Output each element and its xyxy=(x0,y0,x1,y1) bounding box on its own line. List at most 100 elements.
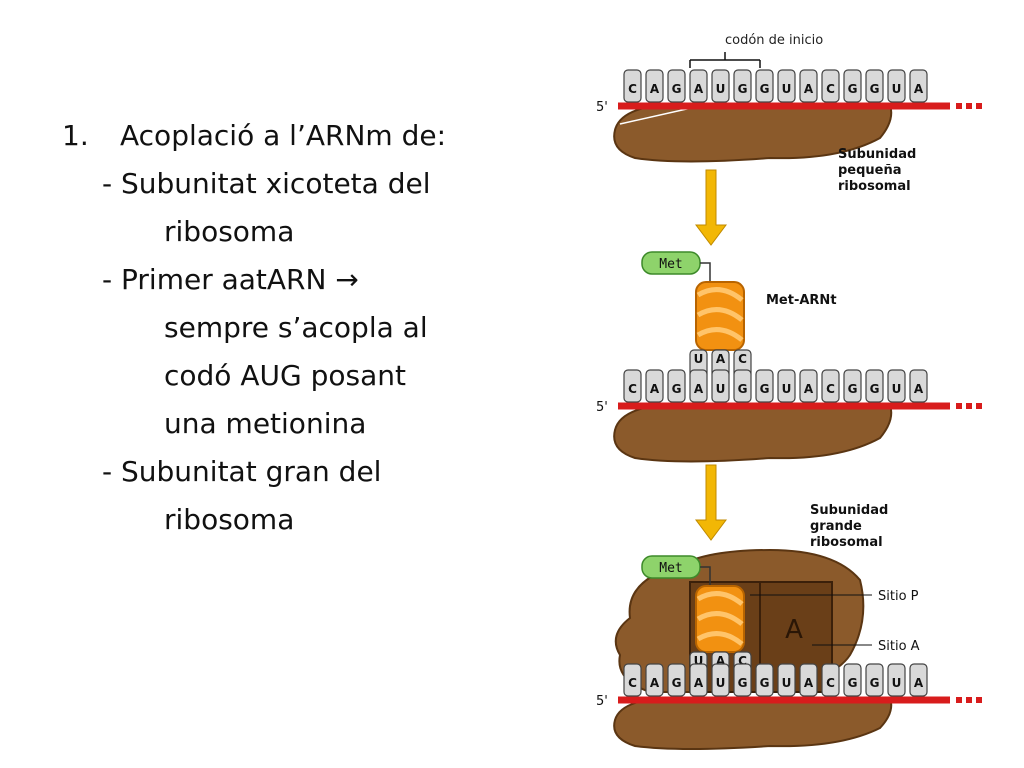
base-tile xyxy=(755,69,774,103)
base-letter: U xyxy=(892,382,902,396)
base-letter: U xyxy=(892,676,902,690)
base-tile xyxy=(623,369,642,403)
base-tile xyxy=(887,69,906,103)
base-letter: G xyxy=(870,382,880,396)
base-letter: A xyxy=(694,676,704,690)
base-letter: A xyxy=(914,676,924,690)
base-tile xyxy=(865,369,884,403)
base-tile xyxy=(909,69,928,103)
codon-bracket xyxy=(689,52,761,68)
base-letter: G xyxy=(760,82,770,96)
trna-line-3: codó AUG posant xyxy=(164,359,406,392)
base-letter: A xyxy=(914,382,924,396)
base-letter: A xyxy=(804,676,814,690)
large-subunit-label-2: grande xyxy=(810,519,862,534)
base-letter: U xyxy=(716,82,726,96)
base-tile xyxy=(843,69,862,103)
mrna-continuation-dot xyxy=(966,697,972,703)
base-tile xyxy=(645,69,664,103)
base-letter: U xyxy=(716,382,726,396)
mrna-continuation-dot xyxy=(966,403,972,409)
list-number: 1. xyxy=(62,119,89,152)
mrna-continuation-dot xyxy=(976,697,982,703)
base-tile xyxy=(711,69,730,103)
base-letter: U xyxy=(716,676,726,690)
base-tile xyxy=(755,369,774,403)
base-tile xyxy=(689,69,708,103)
five-prime-label: 5' xyxy=(596,100,608,115)
anticodon-letter: A xyxy=(716,352,726,366)
site-a-letter: A xyxy=(785,615,803,645)
base-letter: G xyxy=(672,382,682,396)
small-subunit-line-1: - Subunitat xicoteta del xyxy=(102,167,431,200)
large-subunit-line-2: ribosoma xyxy=(164,503,295,536)
base-letter: A xyxy=(804,82,814,96)
met-link-2 xyxy=(700,566,711,587)
base-tile xyxy=(645,663,664,697)
trna-helix-2 xyxy=(695,585,745,653)
site-p-label: Sitio P xyxy=(878,589,919,604)
base-letter: A xyxy=(914,82,924,96)
base-tile xyxy=(667,369,686,403)
base-tile xyxy=(843,663,862,697)
base-tile xyxy=(799,69,818,103)
base-letter: A xyxy=(694,382,704,396)
base-letter: G xyxy=(738,82,748,96)
base-letter: G xyxy=(870,676,880,690)
small-subunit-label-1: Subunidad xyxy=(838,147,916,162)
base-tile xyxy=(733,69,752,103)
base-letter: A xyxy=(650,382,660,396)
base-tile xyxy=(777,369,796,403)
mrna-continuation-dot xyxy=(956,103,962,109)
mrna-continuation-dot xyxy=(956,403,962,409)
base-letter: U xyxy=(782,676,792,690)
base-letter: G xyxy=(738,676,748,690)
base-letter: U xyxy=(782,82,792,96)
base-tile xyxy=(821,69,840,103)
base-tile xyxy=(909,369,928,403)
base-letter: U xyxy=(892,82,902,96)
anticodon-letter: C xyxy=(738,654,747,668)
down-arrow-icon-2 xyxy=(695,464,727,541)
base-tile xyxy=(865,69,884,103)
large-subunit-label-3: ribosomal xyxy=(810,535,883,550)
base-tile xyxy=(799,369,818,403)
base-letter: A xyxy=(650,676,660,690)
anticodon-letter: U xyxy=(694,654,704,668)
base-letter: A xyxy=(804,382,814,396)
base-tile xyxy=(865,663,884,697)
base-tile xyxy=(843,369,862,403)
base-tile xyxy=(645,369,664,403)
base-tile xyxy=(887,663,906,697)
base-tile xyxy=(777,663,796,697)
list-item-heading: 1.Acoplació a l’ARNm de: xyxy=(62,112,542,160)
base-tile xyxy=(755,663,774,697)
base-tile xyxy=(711,369,730,403)
base-tile xyxy=(821,663,840,697)
base-letter: G xyxy=(848,382,858,396)
base-letter: C xyxy=(628,82,637,96)
base-tile xyxy=(799,663,818,697)
base-tile xyxy=(667,663,686,697)
base-letter: G xyxy=(672,82,682,96)
base-tile xyxy=(733,369,752,403)
base-letter: C xyxy=(826,676,835,690)
base-tile xyxy=(733,663,752,697)
met-label-1: Met xyxy=(659,257,682,272)
anticodon-letter: C xyxy=(738,352,747,366)
down-arrow-icon-1 xyxy=(695,169,727,246)
base-letter: A xyxy=(694,82,704,96)
five-prime-label: 5' xyxy=(596,694,608,709)
base-letter: C xyxy=(826,82,835,96)
base-letter: C xyxy=(628,382,637,396)
base-tile xyxy=(711,663,730,697)
base-letter: U xyxy=(782,382,792,396)
mrna-continuation-dot xyxy=(976,103,982,109)
small-subunit-line-2: ribosoma xyxy=(164,215,295,248)
base-tile xyxy=(689,369,708,403)
mrna-continuation-dot xyxy=(966,103,972,109)
large-subunit-label-1: Subunidad xyxy=(810,503,888,518)
five-prime-label: 5' xyxy=(596,400,608,415)
small-subunit-label-3: ribosomal xyxy=(838,179,911,194)
